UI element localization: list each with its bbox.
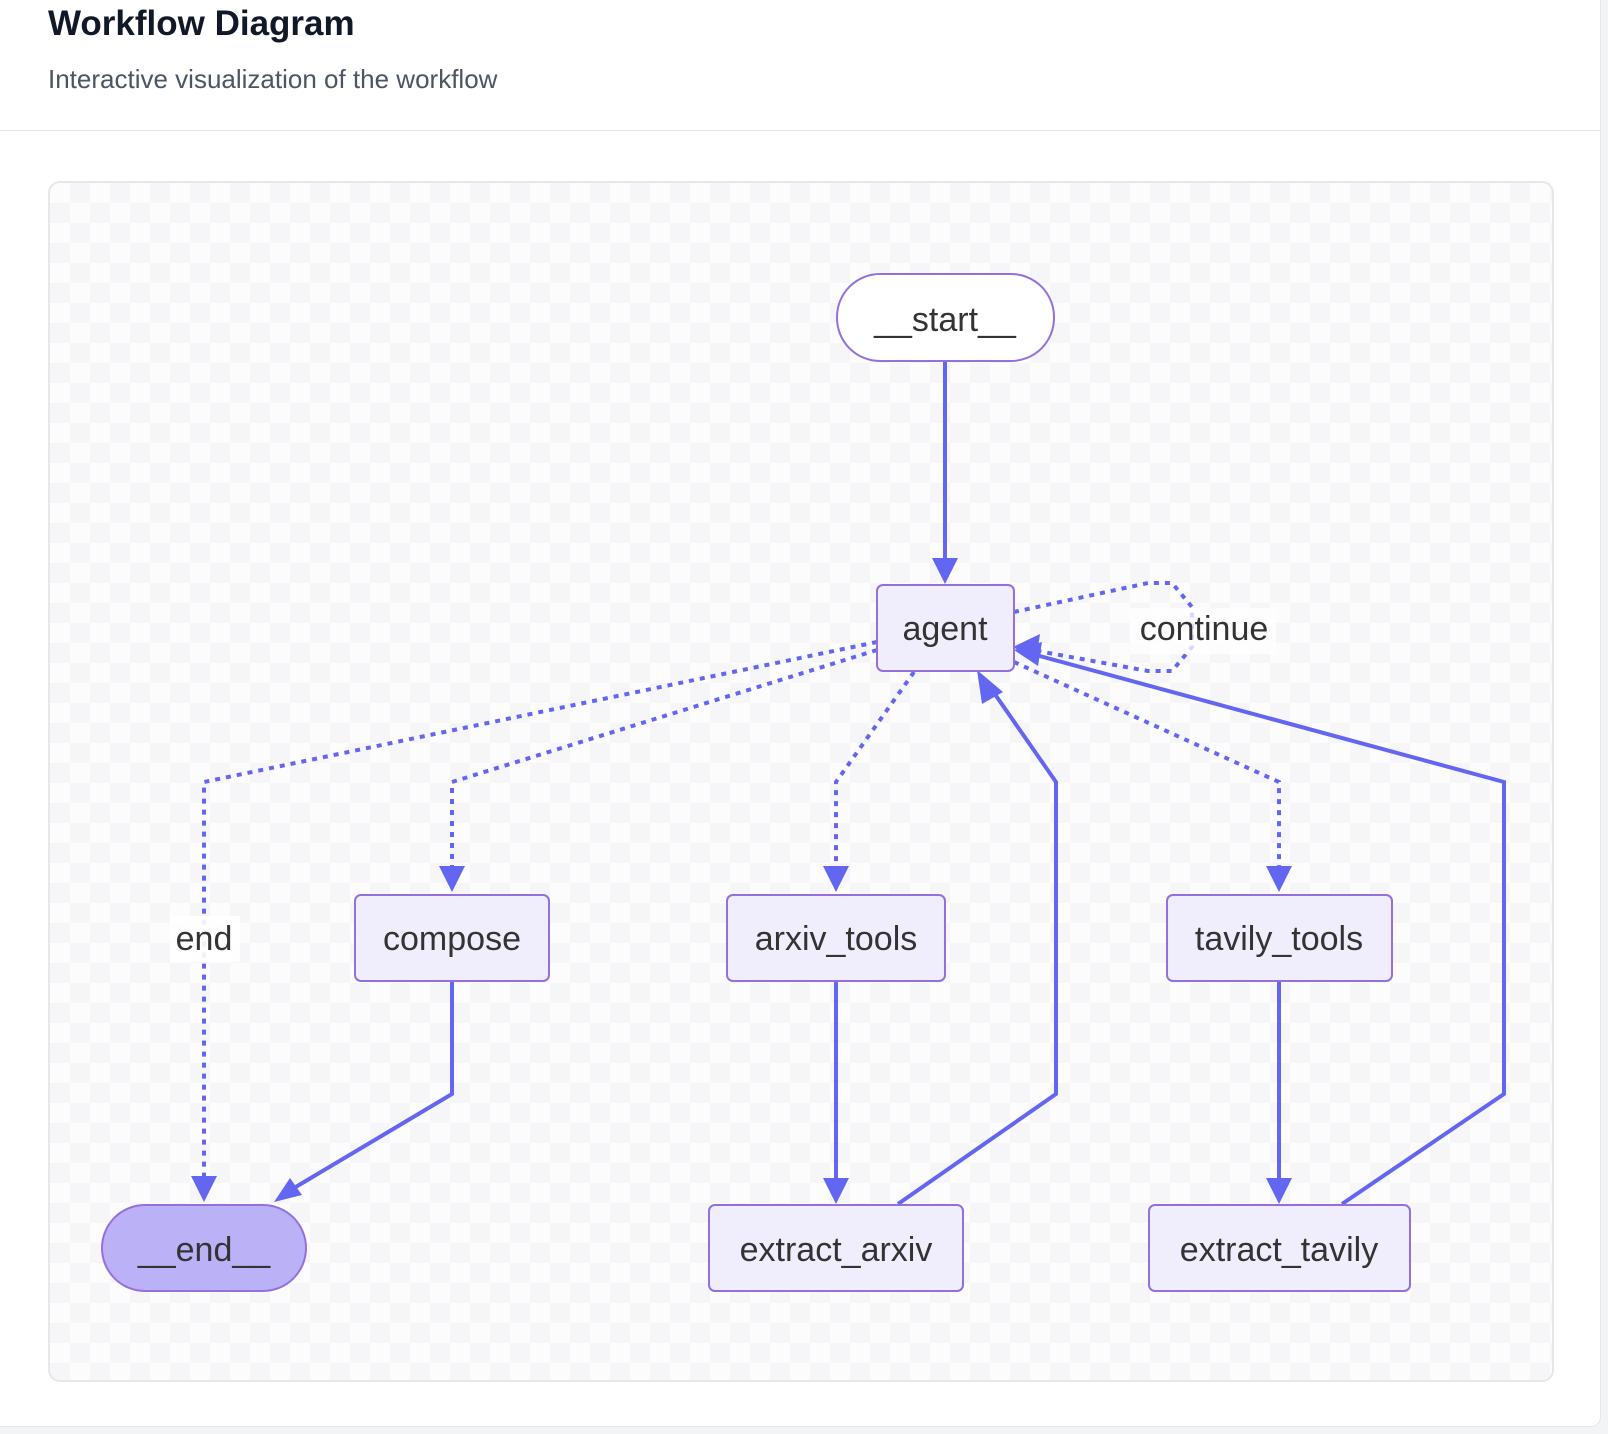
node-compose[interactable]: compose	[354, 894, 550, 982]
node-arxiv-tools-label: arxiv_tools	[755, 920, 918, 958]
edge-extract-arxiv-agent[interactable]	[896, 688, 1058, 1206]
edge-label-continue: continue	[1140, 610, 1269, 648]
node-tavily-tools-label: tavily_tools	[1195, 920, 1363, 958]
arrowhead-extract-arxiv-agent	[977, 670, 1003, 704]
arrowhead-compose-end	[274, 1178, 302, 1202]
edge-label-end: end	[176, 920, 233, 958]
node-extract-tavily-label: extract_tavily	[1180, 1231, 1378, 1269]
arrowhead-agent-tavily	[1266, 866, 1292, 892]
diagram-canvas[interactable]: continue end __start__ agent	[48, 181, 1554, 1382]
arrowhead-agent-arxiv	[823, 866, 849, 892]
arrowhead-start-agent	[932, 558, 958, 584]
node-agent-label: agent	[902, 610, 988, 648]
arrowhead-agent-end	[191, 1176, 217, 1202]
node-agent[interactable]: agent	[876, 584, 1015, 672]
page-title: Workflow Diagram	[48, 4, 355, 43]
arrowhead-arxiv-extract	[823, 1178, 849, 1204]
edge-compose-end[interactable]	[292, 982, 454, 1190]
edges	[191, 360, 1506, 1206]
node-tavily-tools[interactable]: tavily_tools	[1166, 894, 1393, 982]
node-start[interactable]: __start__	[836, 273, 1055, 362]
arrowhead-agent-compose	[439, 866, 465, 892]
node-extract-tavily[interactable]: extract_tavily	[1148, 1204, 1411, 1292]
edge-agent-tavily-tools[interactable]	[1013, 660, 1281, 868]
edge-label-continue-bg	[1130, 608, 1276, 654]
arrowhead-tavily-extract	[1266, 1178, 1292, 1204]
node-extract-arxiv[interactable]: extract_arxiv	[708, 1204, 964, 1292]
node-end-label: __end__	[137, 1231, 271, 1269]
arrowhead-extract-tavily-agent	[1014, 642, 1042, 666]
nodes: __start__ agent compose arxiv_tools	[101, 273, 1411, 1292]
edge-extract-tavily-agent[interactable]	[1035, 653, 1506, 1206]
edge-agent-arxiv-tools[interactable]	[834, 670, 916, 868]
node-extract-arxiv-label: extract_arxiv	[740, 1231, 933, 1269]
node-start-label: __start__	[873, 301, 1017, 339]
node-arxiv-tools[interactable]: arxiv_tools	[726, 894, 946, 982]
edge-agent-compose[interactable]	[450, 648, 878, 868]
workflow-diagram: continue end __start__ agent	[101, 273, 1506, 1292]
node-end[interactable]: __end__	[101, 1204, 307, 1292]
card-header: Workflow Diagram Interactive visualizati…	[0, 0, 1600, 131]
node-compose-label: compose	[383, 920, 521, 958]
page-subtitle: Interactive visualization of the workflo…	[48, 64, 498, 94]
edge-labels: continue end	[170, 608, 1276, 962]
edge-label-end-bg	[170, 916, 240, 962]
